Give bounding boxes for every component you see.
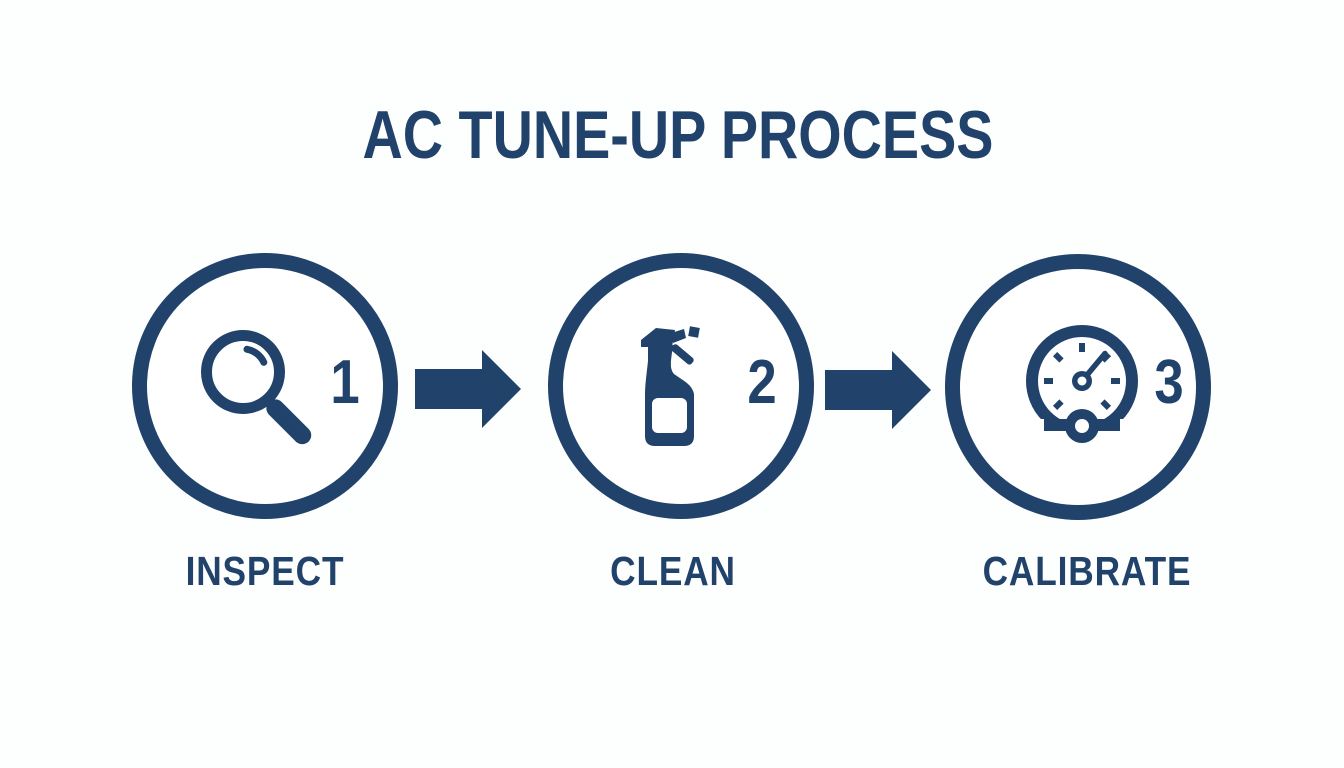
step-number-3: 3 bbox=[1154, 348, 1184, 417]
step-label-calibrate: CALIBRATE bbox=[982, 548, 1192, 594]
step-label-inspect: INSPECT bbox=[185, 548, 345, 594]
arrow-right-icon bbox=[415, 350, 521, 428]
spray-bottle-icon bbox=[628, 316, 700, 453]
step-number-1: 1 bbox=[330, 348, 360, 417]
step-label-clean: CLEAN bbox=[610, 548, 736, 594]
step-number-2: 2 bbox=[747, 348, 777, 417]
page-title: AC TUNE-UP PROCESS bbox=[362, 97, 994, 173]
magnifier-icon bbox=[185, 315, 325, 460]
gauge-icon bbox=[1020, 321, 1144, 450]
arrow-right-icon bbox=[825, 351, 931, 429]
